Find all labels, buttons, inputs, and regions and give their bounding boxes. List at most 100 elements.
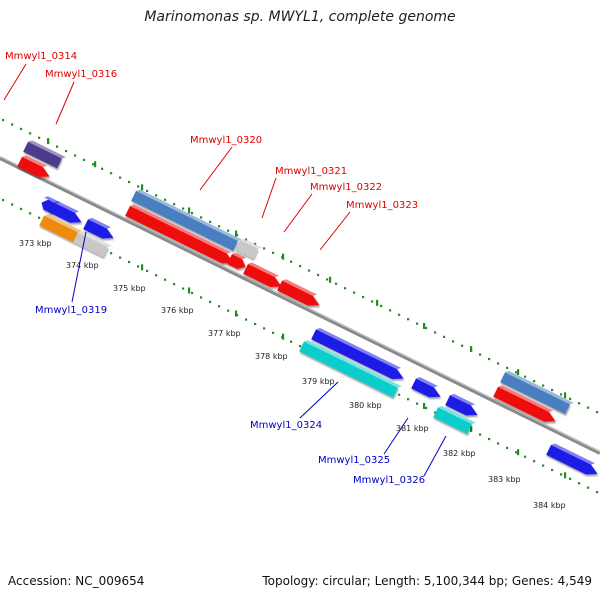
scale-tick — [282, 253, 285, 260]
guide-dot — [272, 331, 275, 334]
guide-dot — [551, 388, 554, 392]
guide-dot — [308, 269, 311, 272]
scale-label: 376 kbp — [161, 306, 194, 315]
gene-label[interactable]: Mmwyl1_0321 — [275, 166, 347, 177]
gene-arrow[interactable] — [299, 339, 403, 399]
gene-arrow[interactable] — [49, 200, 85, 227]
gene-arrow[interactable] — [83, 217, 117, 243]
guide-dot — [560, 473, 563, 476]
guide-dot — [551, 468, 554, 472]
guide-dot — [560, 393, 563, 396]
guide-dot — [137, 185, 140, 188]
guide-dot — [128, 260, 131, 264]
gene-arrow[interactable] — [243, 261, 285, 291]
scale-tick — [47, 138, 50, 145]
guide-dot — [110, 172, 113, 175]
guide-dot — [263, 327, 266, 330]
guide-dot — [29, 212, 32, 215]
guide-dot — [191, 211, 194, 215]
guide-dot — [146, 189, 149, 192]
guide-dot — [524, 455, 527, 458]
leader-line — [423, 435, 447, 477]
scale-tick — [141, 184, 144, 191]
guide-dot — [218, 305, 221, 308]
scale-label: 377 kbp — [208, 329, 241, 338]
scale-label: 373 kbp — [19, 239, 52, 248]
scale-label: 380 kbp — [349, 401, 382, 410]
guide-dot — [515, 451, 518, 454]
gene-arrow[interactable] — [227, 251, 249, 271]
guide-dot — [299, 265, 302, 268]
guide-dot — [497, 442, 500, 445]
guide-dot — [11, 123, 14, 126]
gene-arrow[interactable] — [433, 405, 477, 436]
scale-label: 374 kbp — [66, 261, 99, 270]
guide-dot — [335, 282, 338, 285]
scale-tick — [329, 276, 332, 283]
guide-dot — [416, 322, 419, 325]
guide-dot — [191, 291, 194, 295]
guide-dot — [398, 393, 401, 396]
guide-dot — [353, 291, 356, 294]
gene-label[interactable]: Mmwyl1_0319 — [35, 305, 107, 316]
gene-label[interactable]: Mmwyl1_0326 — [353, 475, 425, 486]
guide-dot — [542, 384, 545, 387]
guide-dot — [371, 300, 374, 303]
gene-label[interactable]: Mmwyl1_0314 — [5, 51, 77, 62]
gene-arrow[interactable] — [23, 139, 67, 170]
guide-dot — [290, 340, 293, 343]
guide-dot — [587, 486, 590, 489]
gene-arrow[interactable] — [411, 376, 444, 402]
guide-dot — [74, 154, 77, 157]
scale-label: 379 kbp — [302, 377, 335, 386]
gene-arrow[interactable] — [235, 237, 263, 260]
guide-dot — [254, 242, 257, 246]
scale-tick — [470, 426, 473, 433]
gene-arrow[interactable] — [445, 393, 481, 420]
scale-tick — [470, 346, 473, 353]
gene-label[interactable]: Mmwyl1_0322 — [310, 182, 382, 193]
gene-arrow[interactable] — [277, 278, 323, 310]
gene-arrow[interactable] — [39, 213, 83, 244]
guide-dot — [137, 265, 140, 268]
genome-backbone-highlight — [0, 156, 600, 452]
gene-arrow[interactable] — [73, 230, 113, 259]
gene-arrow[interactable] — [17, 154, 53, 181]
guide-dot — [515, 371, 518, 374]
scale-tick — [564, 392, 567, 399]
guide-dot — [299, 345, 302, 348]
genome-backbone — [0, 156, 600, 455]
guide-dot — [155, 194, 158, 197]
gene-arrow[interactable] — [125, 203, 237, 268]
scale-tick — [188, 207, 191, 214]
guide-dot — [587, 406, 590, 409]
gene-label[interactable]: Mmwyl1_0324 — [250, 420, 322, 431]
gene-label[interactable]: Mmwyl1_0316 — [45, 69, 117, 80]
gene-arrow[interactable] — [131, 188, 243, 252]
gene-label[interactable]: Mmwyl1_0320 — [190, 135, 262, 146]
guide-dot — [479, 433, 482, 436]
guide-dot — [596, 491, 599, 494]
guide-dot — [200, 296, 203, 299]
gene-arrow[interactable] — [546, 442, 600, 479]
map-title: Marinomonas sp. MWYL1, complete genome — [144, 9, 456, 25]
leader-line — [299, 381, 339, 419]
guide-dot — [119, 256, 122, 259]
guide-dot — [245, 318, 248, 321]
leader-line — [261, 177, 277, 219]
guide-dot — [11, 203, 14, 206]
guide-dot — [434, 331, 437, 334]
gene-arrow[interactable] — [500, 370, 575, 416]
scale-label: 375 kbp — [113, 284, 146, 293]
guide-dot — [272, 251, 275, 254]
guide-dot — [488, 357, 491, 361]
gene-arrow[interactable] — [493, 384, 559, 426]
scale-tick — [423, 402, 426, 409]
gene-label[interactable]: Mmwyl1_0325 — [318, 455, 390, 466]
gene-label[interactable]: Mmwyl1_0323 — [346, 200, 418, 211]
leader-line — [283, 193, 313, 233]
guide-dot — [65, 149, 68, 153]
guide-dot — [29, 132, 32, 135]
guide-dot — [209, 300, 212, 303]
gene-arrow[interactable] — [311, 327, 407, 384]
